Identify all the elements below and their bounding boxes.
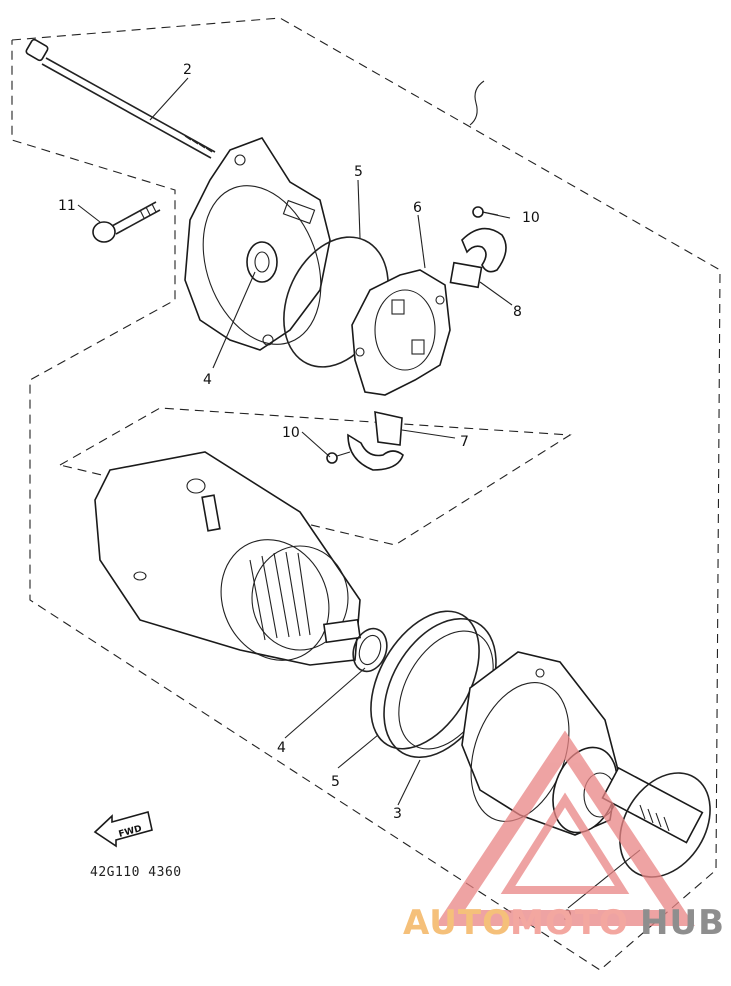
callout-11: 11	[58, 198, 76, 214]
brush-set-right	[449, 227, 507, 289]
through-bolt	[25, 38, 216, 159]
watermark-hub: HUB	[640, 903, 725, 943]
leader-lines	[77, 77, 641, 909]
o-ring-lower	[370, 610, 480, 750]
rear-cover	[184, 137, 331, 351]
callout-4-lower: 4	[277, 740, 286, 756]
o-ring-front	[619, 772, 711, 878]
callout-5-upper: 5	[354, 164, 363, 180]
callout-3: 3	[393, 806, 402, 822]
callout-2: 2	[183, 62, 192, 78]
watermark-logo: AUTO MOTO HUB	[403, 730, 725, 943]
callout-10-upper: 10	[522, 210, 540, 226]
callout-4-upper: 4	[203, 372, 212, 388]
mounting-bolt	[92, 201, 161, 243]
assembly-boundary-upper	[11, 17, 721, 971]
brush-plate	[351, 269, 451, 396]
callout-10-lower: 10	[282, 425, 300, 441]
screw-lower	[326, 451, 351, 464]
callout-5-lower: 5	[331, 774, 340, 790]
drawing-code: 42G110 4360	[90, 865, 182, 880]
callout-8: 8	[513, 304, 522, 320]
screw-upper	[472, 206, 499, 218]
watermark-triangle-icon	[435, 730, 695, 926]
fwd-arrow-icon: FWD	[93, 811, 153, 848]
callout-1-leader	[469, 80, 485, 126]
callout-7: 7	[460, 434, 469, 450]
callout-6: 6	[413, 200, 422, 216]
motor-yoke	[94, 451, 361, 666]
brush-set-left	[347, 410, 404, 471]
watermark-auto: AUTO	[403, 903, 512, 943]
armature-shaft	[323, 618, 361, 644]
watermark-moto: MOTO	[510, 903, 629, 943]
